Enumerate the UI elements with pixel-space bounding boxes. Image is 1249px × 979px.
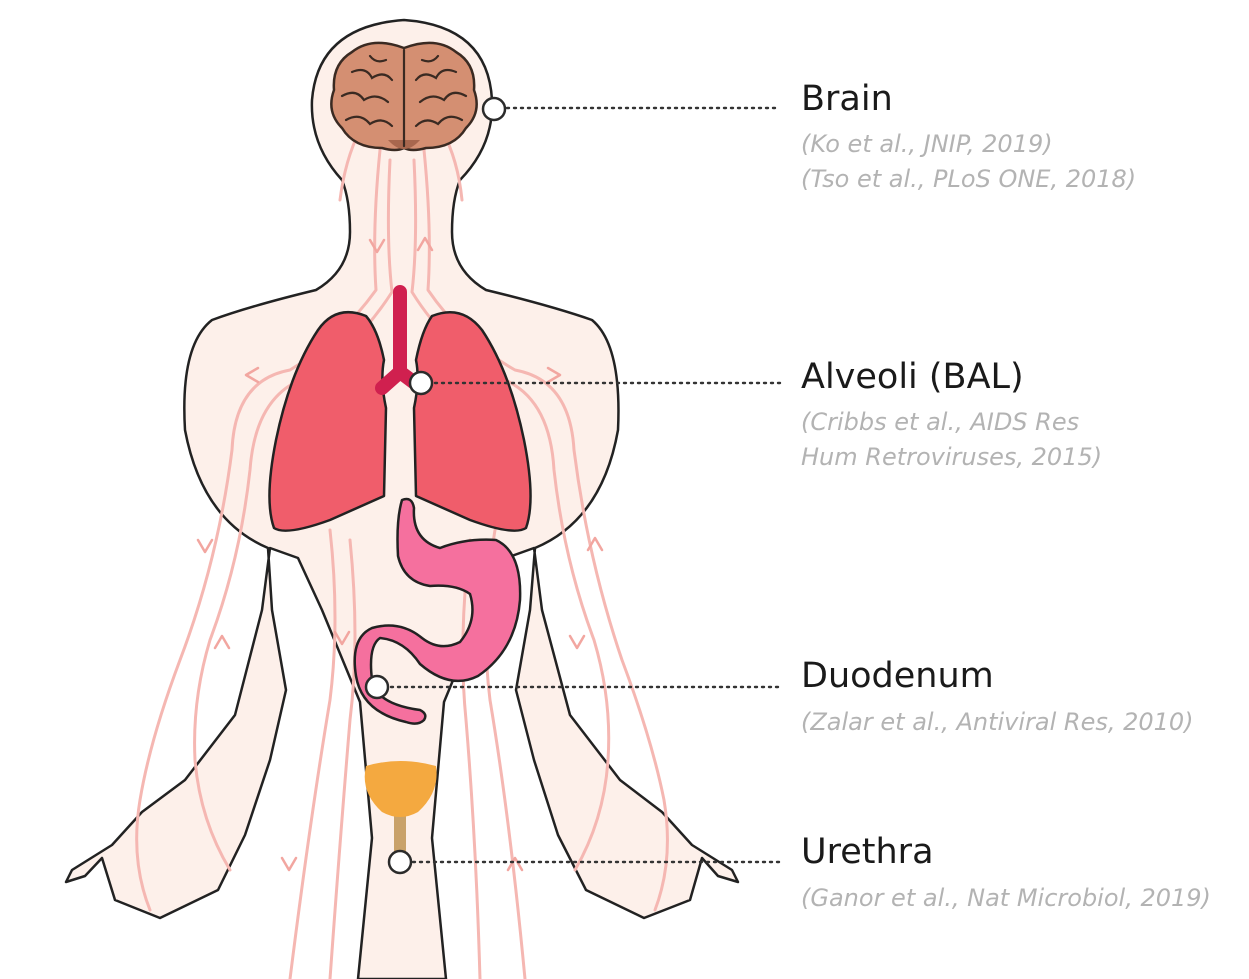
alveoli-marker: [410, 372, 432, 394]
urethra-label: Urethra: [801, 832, 934, 872]
brain-label: Brain: [801, 79, 893, 119]
brain-citation-1: (Ko et al., JNIP, 2019): [801, 130, 1053, 158]
duodenum-label: Duodenum: [801, 656, 994, 696]
urethra-marker: [389, 851, 411, 873]
brain-citation-2: (Tso et al., PLoS ONE, 2018): [801, 165, 1136, 193]
duodenum-citation-1: (Zalar et al., Antiviral Res, 2010): [801, 708, 1194, 736]
alveoli-label: Alveoli (BAL): [801, 357, 1024, 397]
duodenum-marker: [366, 676, 388, 698]
brain-marker: [483, 98, 505, 120]
urethra-citation-1: (Ganor et al., Nat Microbiol, 2019): [801, 884, 1211, 912]
alveoli-citation-1: (Cribbs et al., AIDS Res: [801, 408, 1079, 436]
brain-icon: [331, 43, 476, 150]
alveoli-citation-2: Hum Retroviruses, 2015): [801, 443, 1102, 471]
